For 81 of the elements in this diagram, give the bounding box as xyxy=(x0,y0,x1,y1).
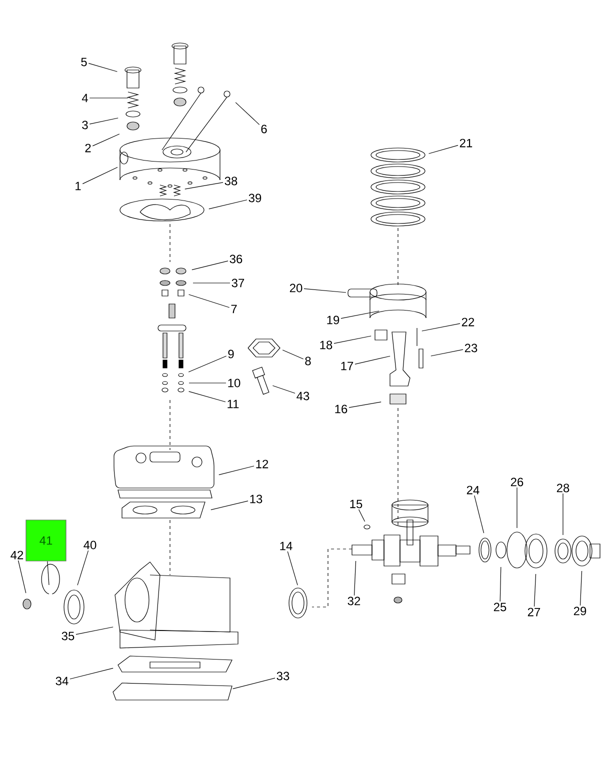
callout-number: 39 xyxy=(248,194,262,202)
callout-number: 20 xyxy=(290,284,302,292)
callout-number: 32 xyxy=(348,596,360,606)
callout-number: 26 xyxy=(510,478,524,486)
leader-line xyxy=(474,495,484,534)
callout-number: 15 xyxy=(350,500,362,508)
leader-line xyxy=(192,282,230,284)
leader-line xyxy=(422,323,460,332)
callout-number: 18 xyxy=(320,340,332,350)
callout-number: 25 xyxy=(494,602,506,612)
leader-line xyxy=(272,385,296,394)
leader-line xyxy=(77,550,89,586)
leader-line xyxy=(516,487,518,528)
callout-number: 8 xyxy=(305,356,311,366)
leader-line xyxy=(428,144,458,154)
leader-line xyxy=(188,382,226,384)
callout-number: 24 xyxy=(466,486,480,494)
callout-number: 11 xyxy=(228,400,239,408)
leader-line xyxy=(92,134,120,146)
leader-line xyxy=(188,356,227,372)
callout-number: 27 xyxy=(528,608,540,616)
callout-number: 34 xyxy=(56,676,68,686)
callout-number: 2 xyxy=(85,144,91,152)
leader-line xyxy=(18,560,26,594)
leader-line xyxy=(47,561,50,586)
leader-line xyxy=(192,260,228,270)
callout-number: 7 xyxy=(231,304,237,314)
callout-number: 29 xyxy=(574,606,586,616)
leader-line xyxy=(208,200,248,210)
leader-line xyxy=(188,294,230,308)
callout-number: 19 xyxy=(327,316,340,324)
leader-line xyxy=(348,402,382,408)
leader-line xyxy=(358,509,366,522)
callout-number: 43 xyxy=(296,392,310,400)
callout-number: 6 xyxy=(261,124,267,134)
leader-line xyxy=(354,356,390,364)
leader-line xyxy=(188,391,226,402)
leader-line xyxy=(184,182,224,190)
callout-number: 16 xyxy=(335,404,348,414)
callout-number: 10 xyxy=(228,378,240,388)
callout-number: 9 xyxy=(228,350,234,358)
leader-line xyxy=(70,668,114,680)
callout-number: 3 xyxy=(82,120,88,130)
leader-line xyxy=(76,626,114,635)
callout-number: 14 xyxy=(280,542,292,550)
callout-number: 21 xyxy=(460,138,472,148)
callout-number: 22 xyxy=(462,318,474,326)
leader-line xyxy=(304,288,346,293)
callout-number: 28 xyxy=(556,484,570,492)
leader-line xyxy=(334,336,372,344)
callout-number: 13 xyxy=(250,494,262,504)
callout-number: 12 xyxy=(256,460,268,468)
leader-line xyxy=(580,570,582,606)
leader-line xyxy=(287,551,298,586)
leader-line xyxy=(210,500,248,510)
callout-number: 40 xyxy=(84,540,96,550)
highlighted-callout-number: 41 xyxy=(26,520,66,562)
callout-number: 4 xyxy=(82,94,88,102)
leader-line xyxy=(500,566,502,602)
callout-number: 37 xyxy=(232,278,244,288)
callout-number: 33 xyxy=(276,672,290,680)
leader-line xyxy=(534,574,536,607)
callout-number: 35 xyxy=(62,632,74,640)
callout-number: 36 xyxy=(230,254,242,264)
callout-number: 17 xyxy=(341,362,354,370)
leader-line xyxy=(82,166,118,184)
leader-line xyxy=(354,560,356,596)
callout-number: 23 xyxy=(464,344,478,352)
callout-number: 1 xyxy=(76,182,81,190)
callout-number: 5 xyxy=(81,58,87,66)
leader-line xyxy=(235,102,260,125)
leader-line xyxy=(232,678,276,690)
callout-number: 38 xyxy=(224,176,238,186)
leader-line xyxy=(88,63,118,72)
leader-line xyxy=(218,466,254,476)
leader-line xyxy=(562,493,564,536)
callout-number: 42 xyxy=(10,550,24,560)
leader-line xyxy=(89,118,118,124)
leader-line xyxy=(282,350,304,360)
leader-line xyxy=(430,349,464,356)
leader-line xyxy=(340,310,380,319)
